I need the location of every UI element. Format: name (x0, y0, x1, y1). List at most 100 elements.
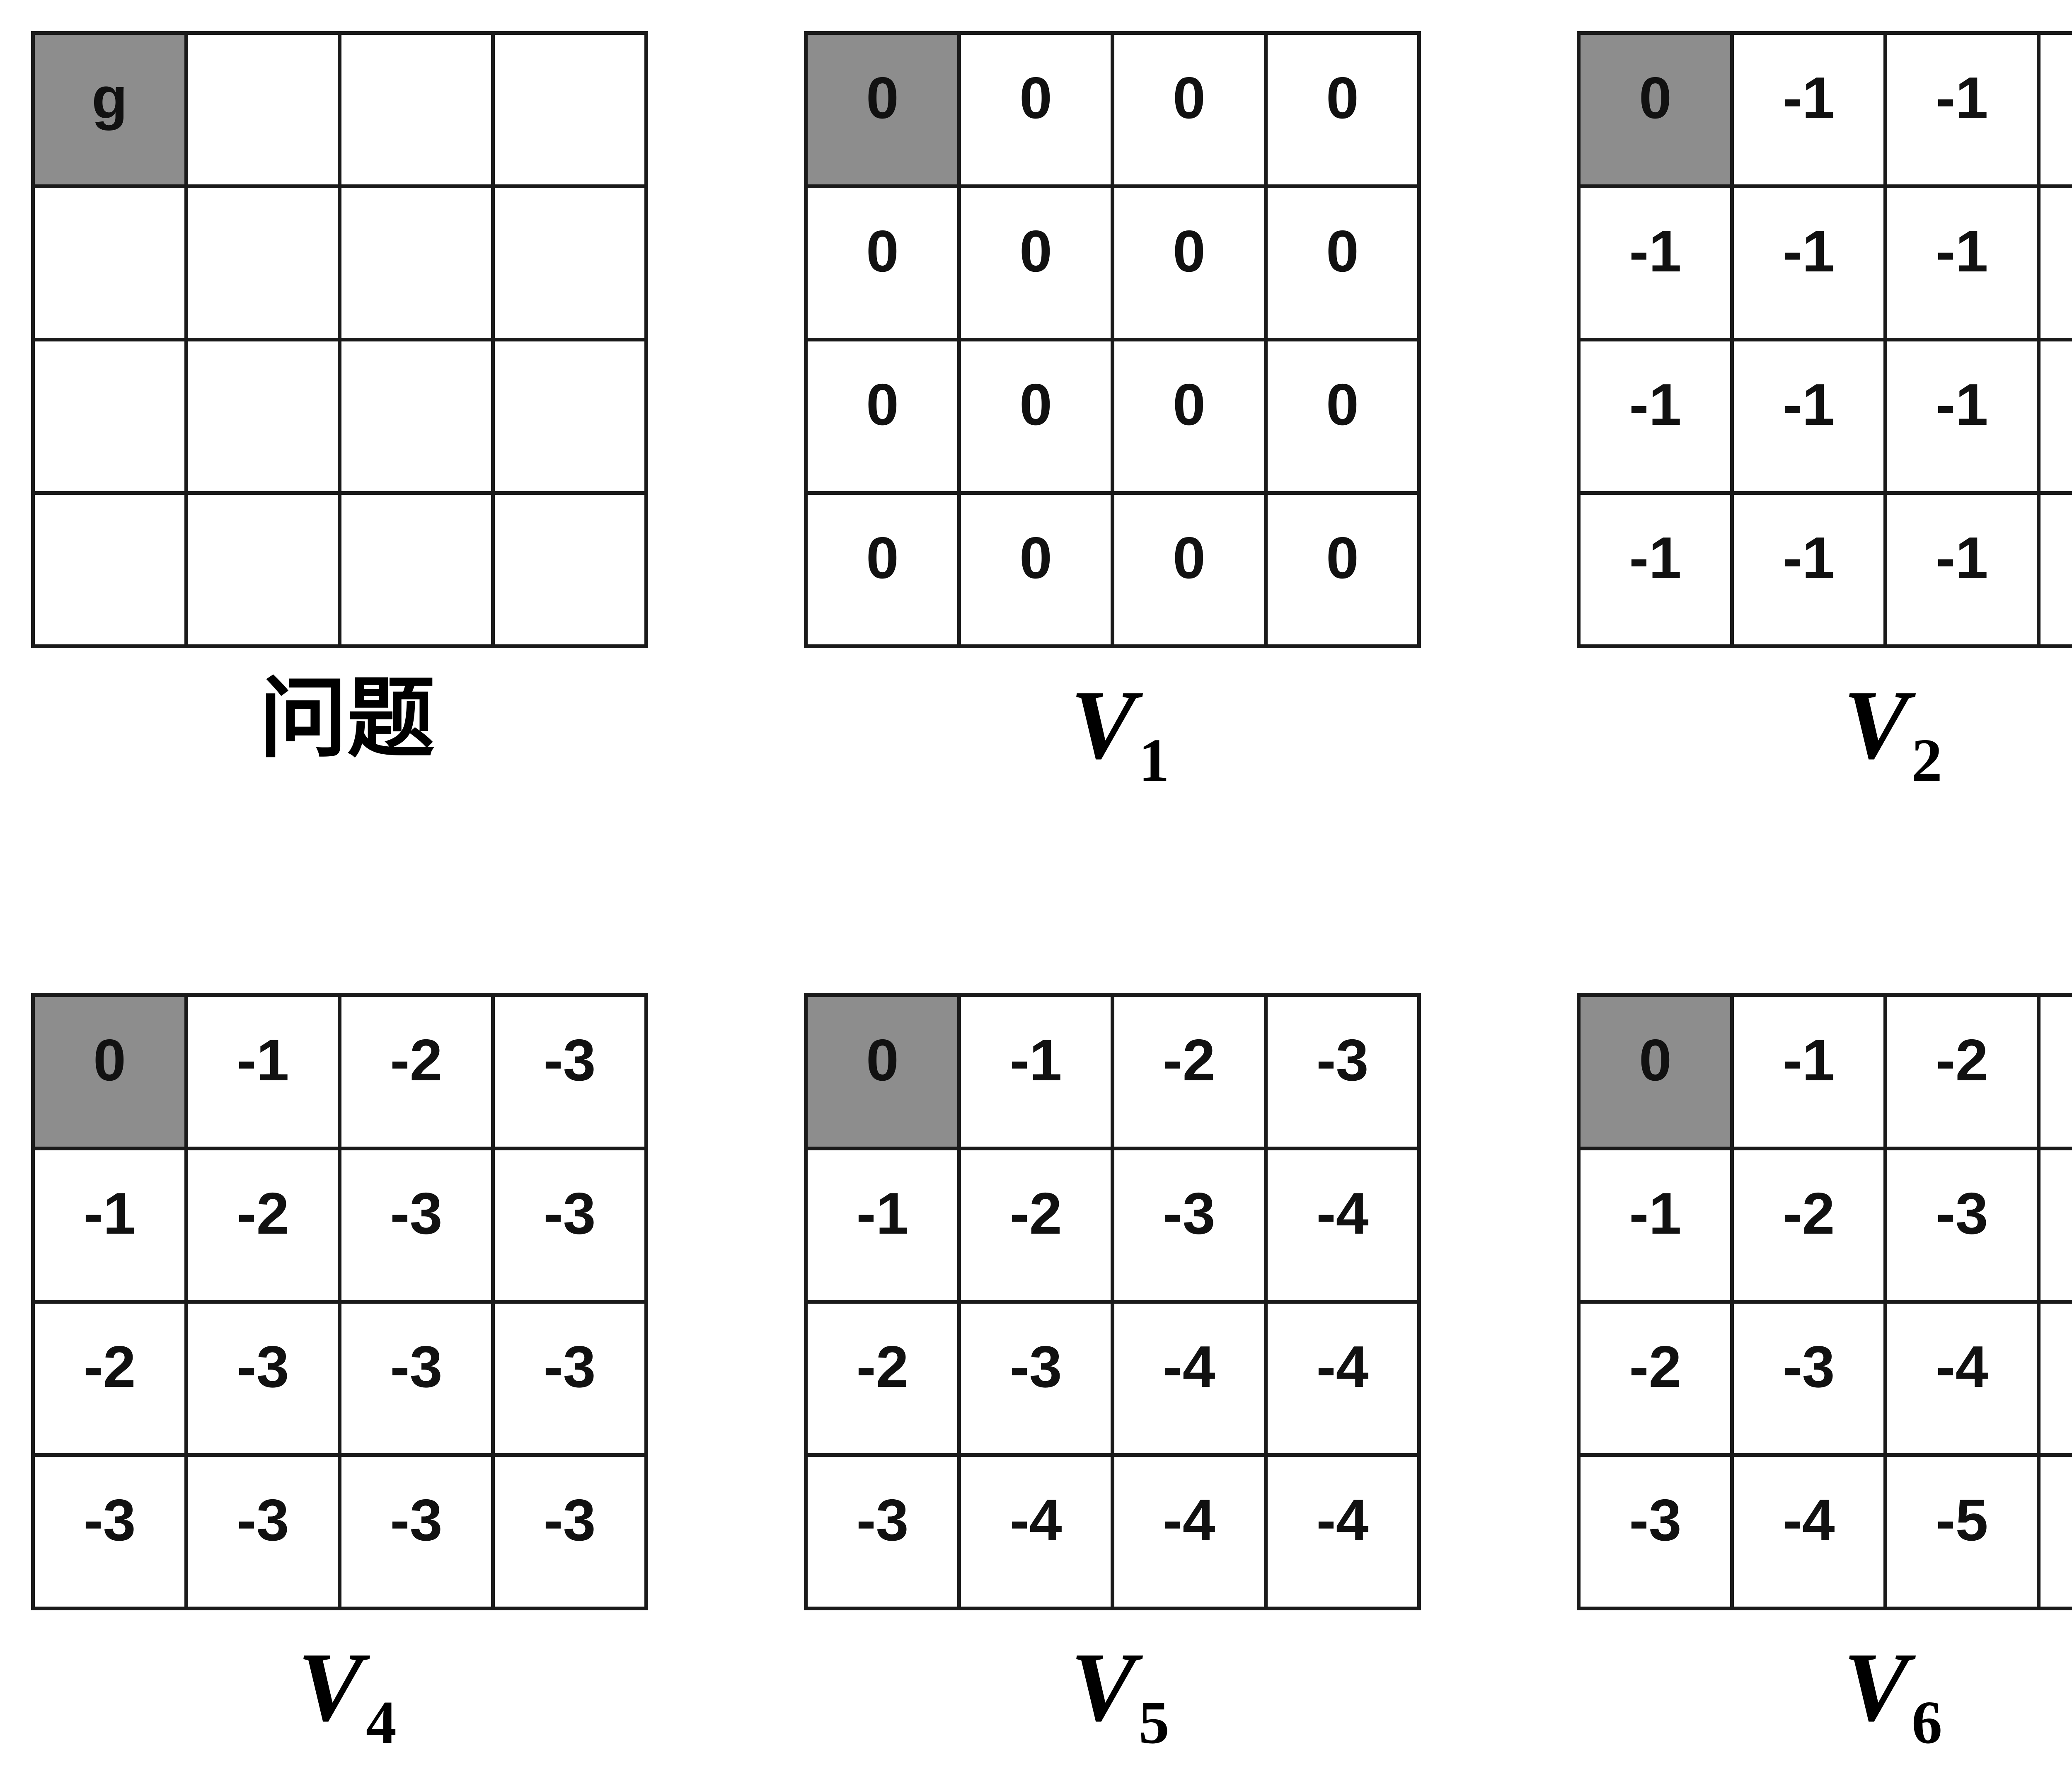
grid-cell: -3 (491, 993, 648, 1150)
grid-cell: 0 (957, 338, 1114, 495)
grid-cell: -3 (1111, 1146, 1268, 1304)
grid-row: -3-4-4-4 (804, 1453, 1421, 1610)
grid-row: -1-2-3-4 (804, 1146, 1421, 1304)
grid-cell: -1 (1883, 184, 2041, 341)
grid-cell: 0 (1111, 338, 1268, 495)
grid-cell (184, 184, 341, 341)
grid-row: -1-1-1-1 (1577, 184, 2072, 341)
grid-label-subscript: 1 (1138, 726, 1169, 794)
grid-cell: -2 (1730, 1146, 1887, 1304)
grid-row: -3-4-5-5 (1577, 1453, 2072, 1610)
grid-cell (338, 338, 495, 495)
grid-cell: -4 (1730, 1453, 1887, 1610)
grid-cell (338, 31, 495, 188)
grid-cell: -3 (804, 1453, 961, 1610)
goal-cell: 0 (1577, 993, 1734, 1150)
grid-label: V1 (804, 671, 1436, 794)
grid-cell: -2 (338, 993, 495, 1150)
grid-cell (31, 184, 188, 341)
grid-cell: -2 (31, 1300, 188, 1457)
grid-cell: -1 (1883, 31, 2041, 188)
grid-cell: 0 (804, 184, 961, 341)
grid-cell: -3 (491, 1300, 648, 1457)
grid-row: 0-1-2-3 (1577, 993, 2072, 1150)
grid-table: 0-1-1-1-1-1-1-1-1-1-1-1-1-1-1-1 (1577, 31, 2072, 648)
grid-cell (184, 31, 341, 188)
grid-cell: 0 (1264, 184, 1421, 341)
grid-row: -1-1-1-1 (1577, 491, 2072, 648)
grid-cell: 0 (1264, 31, 1421, 188)
grid-cell (491, 491, 648, 648)
grid-cell: -1 (1577, 184, 1734, 341)
grid-cell: -1 (1730, 491, 1887, 648)
grid-cell: 0 (804, 491, 961, 648)
grid-cell: -1 (1730, 338, 1887, 495)
grid-cell: -3 (338, 1453, 495, 1610)
grid-label: V5 (804, 1633, 1436, 1757)
grid-cell (491, 31, 648, 188)
grid-label-symbol: V (1070, 1632, 1136, 1742)
grid-cell: -2 (1111, 993, 1268, 1150)
grid-cell: 0 (957, 31, 1114, 188)
grid-label-symbol: V (1843, 1632, 1909, 1742)
grid-row: -1-2-3-4 (1577, 1146, 2072, 1304)
goal-cell: 0 (804, 31, 961, 188)
grid-label: V6 (1577, 1633, 2072, 1757)
grid-cell: -4 (1111, 1300, 1268, 1457)
grid-cell: -5 (2037, 1453, 2072, 1610)
grid-cell: -2 (957, 1146, 1114, 1304)
grid-cell: 0 (1111, 31, 1268, 188)
grid-cell: 0 (804, 338, 961, 495)
grid-cell (184, 338, 341, 495)
grid-table: 0-1-2-3-1-2-3-3-2-3-3-3-3-3-3-3 (31, 993, 648, 1610)
grid-row: -3-3-3-3 (31, 1453, 648, 1610)
grid-cell: -4 (1264, 1146, 1421, 1304)
grid-cell: -1 (957, 993, 1114, 1150)
grid-cell: -1 (1883, 338, 2041, 495)
grid-label-subscript: 5 (1138, 1688, 1169, 1757)
figure-row-bottom: 0-1-2-3-1-2-3-3-2-3-3-3-3-3-3-3 V4 0-1-2… (31, 993, 2072, 1757)
grid-label-symbol: V (1070, 670, 1136, 779)
grid-label: V2 (1577, 671, 2072, 794)
value-grid-problem: g 问题 (31, 31, 663, 794)
value-grid-V2: 0-1-1-1-1-1-1-1-1-1-1-1-1-1-1-1 V2 (1577, 31, 2072, 794)
grid-cell: -3 (1577, 1453, 1734, 1610)
grid-cell: -4 (1111, 1453, 1268, 1610)
grid-cell (338, 491, 495, 648)
value-grid-V6: 0-1-2-3-1-2-3-4-2-3-4-5-3-4-5-5 V6 (1577, 993, 2072, 1757)
grid-cell (491, 184, 648, 341)
grid-cell: -1 (2037, 31, 2072, 188)
grid-cell: -3 (338, 1300, 495, 1457)
grid-cell: -1 (2037, 491, 2072, 648)
grid-row: -2-3-3-3 (31, 1300, 648, 1457)
value-grid-V4: 0-1-2-3-1-2-3-3-2-3-3-3-3-3-3-3 V4 (31, 993, 663, 1757)
grid-cell: 0 (957, 491, 1114, 648)
grid-cell: -3 (184, 1300, 341, 1457)
grid-cell: -2 (1577, 1300, 1734, 1457)
grid-label-symbol: V (298, 1632, 363, 1742)
grid-label-subscript: 2 (1911, 726, 1942, 794)
grid-cell: -4 (1883, 1300, 2041, 1457)
grid-cell (31, 338, 188, 495)
grid-cell: -1 (1730, 993, 1887, 1150)
grid-cell (184, 491, 341, 648)
grid-cell: -3 (1264, 993, 1421, 1150)
grid-cell (491, 338, 648, 495)
grid-label-subscript: 4 (366, 1688, 397, 1757)
grid-cell: -1 (1577, 338, 1734, 495)
grid-label: V4 (31, 1633, 663, 1757)
goal-cell: 0 (804, 993, 961, 1150)
grid-row: 0-1-2-3 (804, 993, 1421, 1150)
grid-cell: -3 (1883, 1146, 2041, 1304)
grid-cell: -3 (31, 1453, 188, 1610)
grid-row (31, 491, 648, 648)
grid-row: 0-1-2-3 (31, 993, 648, 1150)
grid-row (31, 184, 648, 341)
grid-cell: 0 (1264, 338, 1421, 495)
grid-cell: -1 (1883, 491, 2041, 648)
